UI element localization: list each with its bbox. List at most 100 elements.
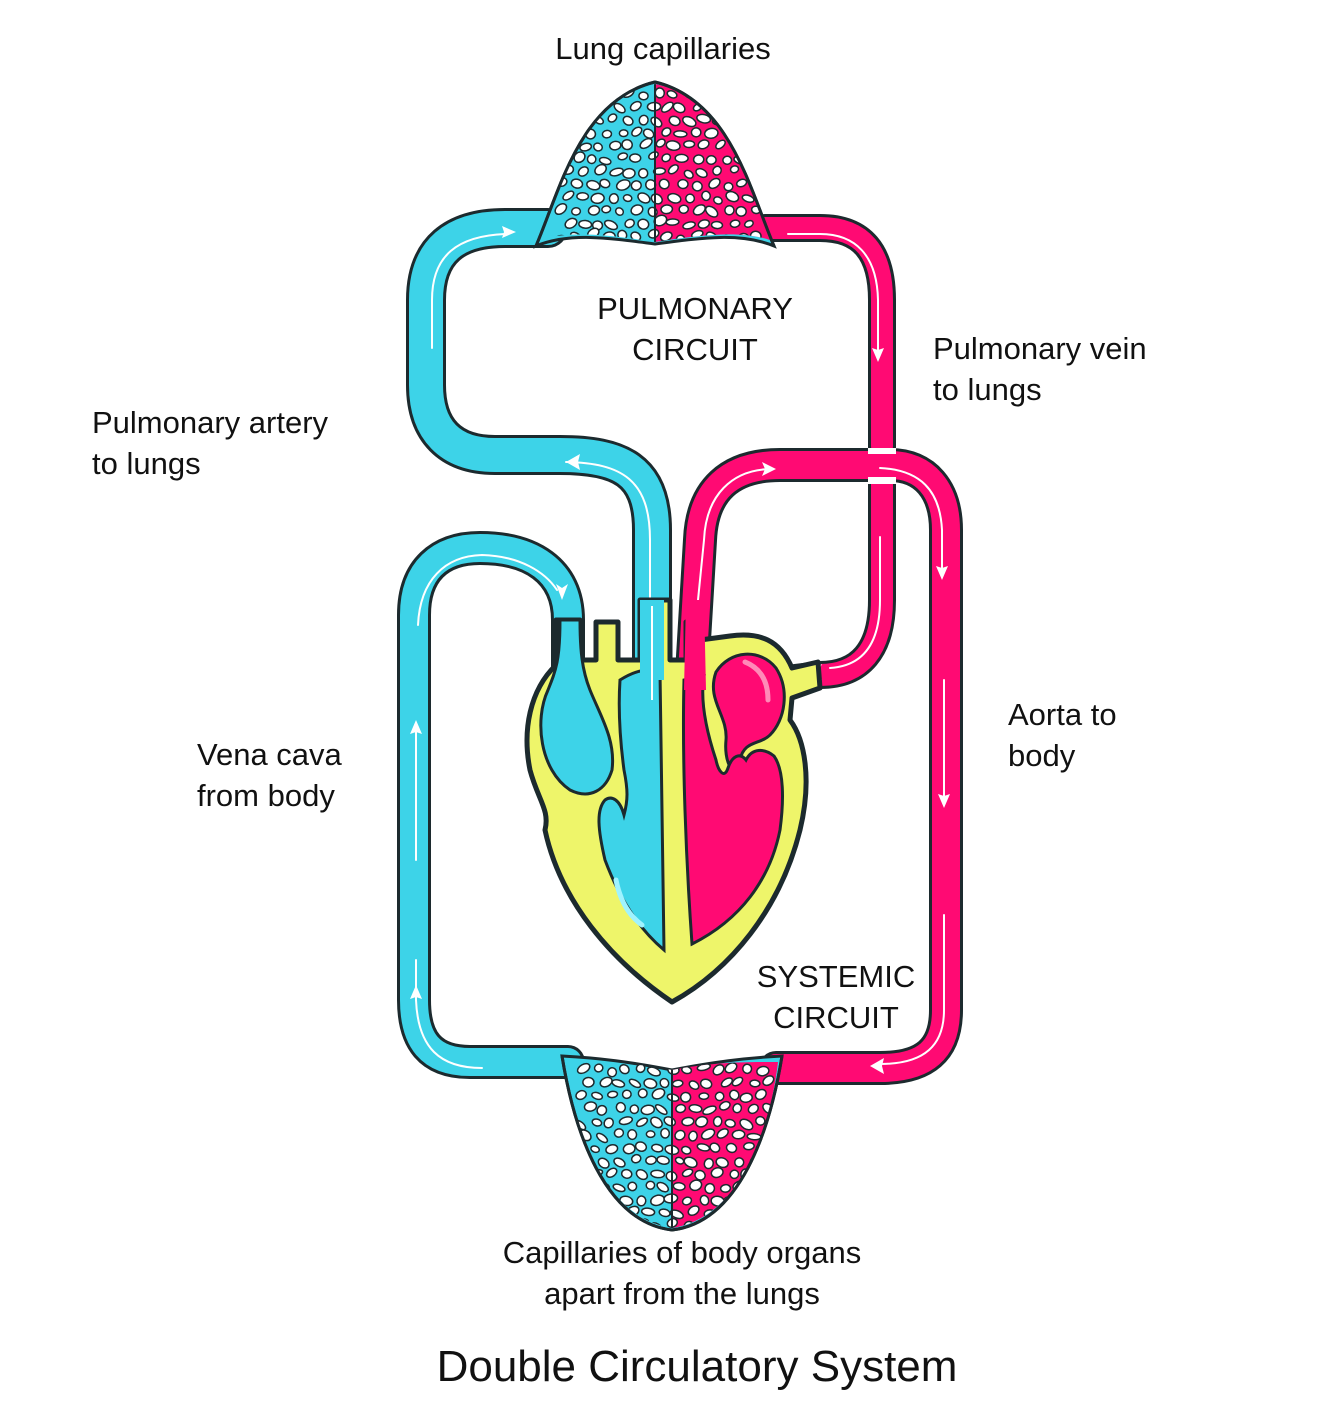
capillary-pore [735, 205, 747, 217]
capillary-pore [576, 1062, 591, 1075]
capillary-pore [683, 1156, 698, 1169]
capillary-pore [640, 1207, 656, 1217]
aorta-body [674, 451, 960, 1082]
capillary-pore [765, 1180, 777, 1192]
capillary-pore [631, 126, 643, 137]
capillary-pore [608, 140, 622, 151]
pulmonary-circuit-label: PULMONARY CIRCUIT [597, 291, 793, 367]
capillary-pore [674, 1156, 685, 1165]
capillary-pore [718, 1100, 731, 1111]
capillary-pore [750, 126, 762, 139]
capillary-pore [705, 155, 717, 166]
capillary-pore [763, 1131, 774, 1139]
capillary-pore [576, 1193, 589, 1202]
capillary-pore [614, 207, 625, 216]
capillary-pore [554, 128, 565, 138]
capillary-pore [696, 113, 712, 124]
capillary-pore [750, 179, 761, 188]
capillary-pore [692, 204, 706, 216]
capillary-pore [598, 156, 612, 166]
capillary-pore [754, 1193, 769, 1204]
capillary-pore [724, 1118, 736, 1128]
pulmonary-vein-body-upper [754, 217, 893, 457]
capillary-pore [655, 138, 666, 148]
pulmonary-vein-flow-line [787, 233, 881, 669]
capillary-pore [712, 1115, 723, 1128]
capillary-pore [658, 1208, 671, 1218]
vena-cava-flow-line [415, 554, 558, 1069]
capillary-pore [725, 1142, 738, 1154]
capillary-pore [700, 88, 712, 99]
capillary-pore [672, 1181, 686, 1191]
capillary-pore [698, 1092, 710, 1100]
capillary-pore [554, 202, 568, 216]
capillary-pore [672, 102, 686, 114]
capillary-pore [724, 204, 735, 216]
capillary-pore [742, 1063, 753, 1075]
capillary-pore [621, 139, 633, 151]
capillary-pore [702, 1105, 717, 1116]
capillary-pore [733, 1157, 745, 1168]
capillary-pore [660, 1127, 671, 1139]
capillary-pore [636, 1195, 647, 1207]
right-atrium [539, 618, 615, 796]
capillary-pore [646, 1066, 661, 1077]
capillary-pore [748, 154, 763, 163]
capillary-pore [734, 127, 748, 140]
capillary-pore [743, 219, 754, 228]
capillary-pore [746, 1132, 762, 1141]
capillary-pore [694, 1116, 709, 1128]
pulmonary-artery-label: Pulmonary artery to lungs [92, 405, 329, 481]
capillary-pore [645, 1130, 656, 1139]
capillary-pore [740, 139, 753, 151]
capillary-pore [594, 163, 607, 176]
capillary-pore [573, 151, 586, 164]
capillary-pore [730, 116, 741, 126]
capillary-pore [681, 1196, 693, 1206]
capillary-pore [618, 1063, 630, 1075]
capillary-pore [582, 1076, 595, 1088]
capillary-pore [609, 167, 624, 177]
capillary-pore [605, 1143, 619, 1155]
capillary-pore [748, 1179, 760, 1191]
capillary-pore [640, 1104, 656, 1116]
capillary-pore [714, 1091, 725, 1102]
capillary-pore [688, 1080, 700, 1090]
capillary-pore [691, 180, 703, 192]
capillary-pore [765, 1153, 777, 1165]
capillary-pore [678, 204, 690, 215]
capillary-pore [739, 1092, 753, 1103]
vessel-crossing-gap [868, 448, 896, 454]
pulmonary-artery [406, 208, 672, 760]
capillary-pore [591, 91, 605, 100]
capillary-pore [637, 218, 650, 230]
capillary-pore [642, 128, 655, 139]
capillary-pore [564, 217, 578, 229]
capillary-pore [747, 1103, 759, 1115]
capillary-pore [599, 1076, 613, 1088]
capillary-pore [681, 1116, 695, 1127]
capillary-pore [654, 87, 666, 99]
capillary-pore [645, 1180, 656, 1190]
pulmonary-vein-body-lower [784, 473, 893, 689]
capillary-pore [622, 167, 636, 179]
capillary-pore [728, 1089, 740, 1101]
capillary-pore [754, 1088, 767, 1101]
capillary-pore [622, 115, 634, 126]
capillary-pore [639, 137, 653, 150]
capillary-pore [677, 178, 689, 190]
vessel-crossing-gap [868, 477, 896, 484]
capillary-pore [585, 1181, 597, 1192]
capillary-pore [699, 1078, 713, 1090]
capillary-pore [755, 1221, 770, 1228]
capillary-pore [725, 190, 740, 203]
capillary-pore [656, 1155, 670, 1165]
capillary-pore [579, 142, 593, 152]
flow-arrow-icon [410, 985, 422, 999]
flow-arrow-icon [566, 454, 580, 470]
capillary-pore [713, 196, 723, 205]
capillary-pore [728, 1218, 739, 1228]
capillary-pore [665, 140, 681, 152]
capillary-pore [709, 1142, 721, 1153]
